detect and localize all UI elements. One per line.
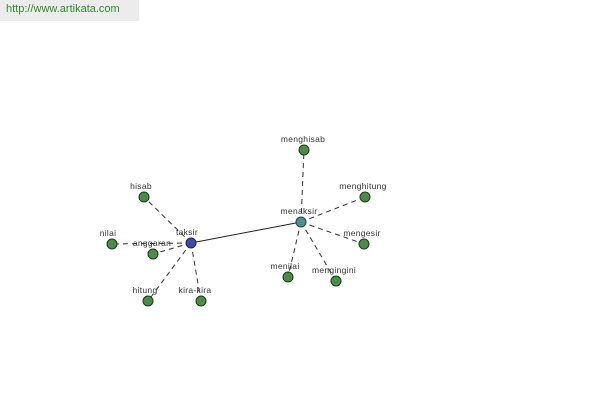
node-label-nilai: nilai (100, 228, 117, 238)
edge-menaksir-menghisab (300, 149, 305, 223)
node-taksir[interactable] (185, 237, 197, 249)
node-hitung[interactable] (142, 295, 154, 307)
node-menilai[interactable] (282, 271, 294, 283)
edge-menaksir-menilai (287, 221, 302, 278)
edge-taksir-kira-kira (190, 242, 202, 302)
nodes-layer (106, 144, 371, 307)
edges-layer (111, 149, 366, 302)
edge-menaksir-mengingini (300, 221, 337, 282)
node-mengingini[interactable] (330, 275, 342, 287)
node-label-anggaran: anggaran (133, 238, 171, 248)
node-menghisab[interactable] (298, 144, 310, 156)
node-menghitung[interactable] (359, 191, 371, 203)
edge-taksir-menaksir (190, 221, 302, 244)
edge-menaksir-mengesir (300, 221, 365, 245)
node-label-menilai: menilai (270, 261, 299, 271)
node-anggaran[interactable] (147, 248, 159, 260)
node-label-menaksir: menaksir (281, 206, 318, 216)
node-label-taksir: taksir (176, 227, 198, 237)
edge-taksir-anggaran (152, 242, 192, 255)
node-nilai[interactable] (106, 238, 118, 250)
node-hisab[interactable] (138, 191, 150, 203)
node-menaksir[interactable] (295, 216, 307, 228)
edge-taksir-hitung (147, 242, 192, 302)
node-label-hisab: hisab (130, 181, 152, 191)
labels-layer: taksir menaksir hisab nilai anggaran hitung ki… (100, 134, 387, 295)
node-label-mengingini: mengingini (312, 265, 356, 275)
edge-taksir-hisab (143, 196, 192, 244)
node-label-menghitung: menghitung (339, 181, 386, 191)
node-mengesir[interactable] (358, 238, 370, 250)
source-url[interactable]: http://www.artikata.com (0, 0, 139, 21)
node-label-hitung: hitung (133, 285, 158, 295)
edge-menaksir-menghitung (300, 196, 366, 223)
node-label-mengesir: mengesir (343, 228, 380, 238)
node-label-kira-kira: kira-kira (179, 285, 212, 295)
node-kira-kira[interactable] (195, 295, 207, 307)
edge-taksir-nilai (111, 242, 192, 245)
node-label-menghisab: menghisab (281, 134, 325, 144)
